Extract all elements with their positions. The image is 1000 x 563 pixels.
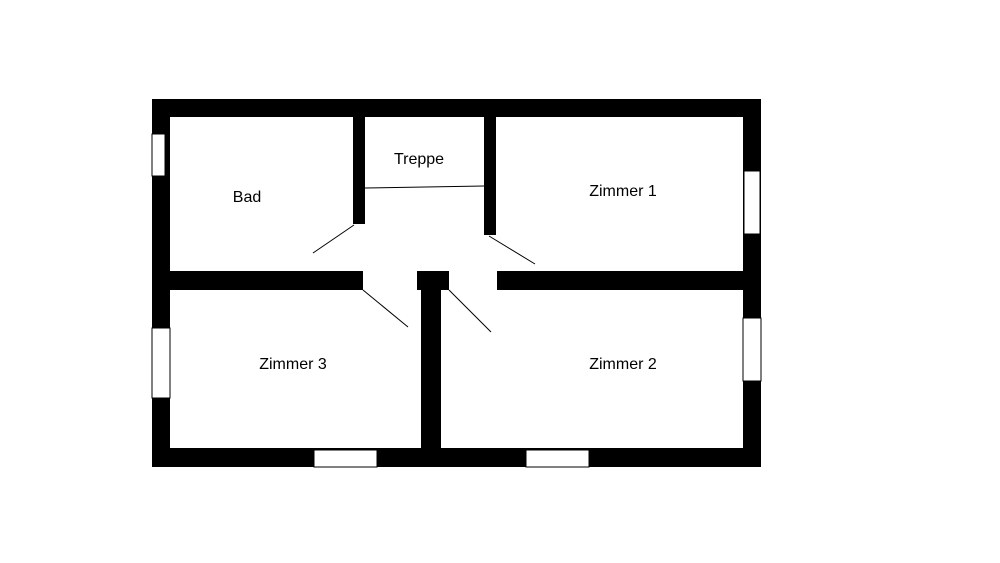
walls <box>152 99 761 467</box>
window-zimmer1 <box>743 170 761 235</box>
window-bottom-left <box>313 449 378 468</box>
window-bad <box>151 133 166 177</box>
windows <box>151 133 762 468</box>
door-swing-bad <box>312 224 355 254</box>
room-label-bad: Bad <box>233 189 261 206</box>
window-zimmer2 <box>742 317 762 382</box>
wall-top <box>152 99 761 117</box>
wall-middle-right <box>497 271 761 290</box>
wall-stair-right <box>484 117 496 235</box>
room-labels: Bad Treppe Zimmer 1 Zimmer 2 Zimmer 3 <box>233 151 657 373</box>
stair-line <box>364 185 485 189</box>
stair-edge-line <box>364 185 485 189</box>
door-swings <box>312 224 536 333</box>
door-swing-zimmer2 <box>448 289 492 333</box>
wall-bottom <box>152 448 761 467</box>
room-label-zimmer1: Zimmer 1 <box>589 183 657 200</box>
room-label-treppe: Treppe <box>394 151 444 168</box>
window-bottom-right <box>525 449 590 468</box>
door-swing-zimmer1 <box>488 235 536 265</box>
room-label-zimmer2: Zimmer 2 <box>589 356 657 373</box>
wall-middle-left <box>152 271 363 290</box>
wall-partition-lower <box>421 290 441 448</box>
door-swing-zimmer3 <box>362 289 409 328</box>
wall-middle-center-stub <box>417 271 449 290</box>
room-label-zimmer3: Zimmer 3 <box>259 356 327 373</box>
window-zimmer3 <box>151 327 171 399</box>
wall-stair-left <box>353 117 365 224</box>
